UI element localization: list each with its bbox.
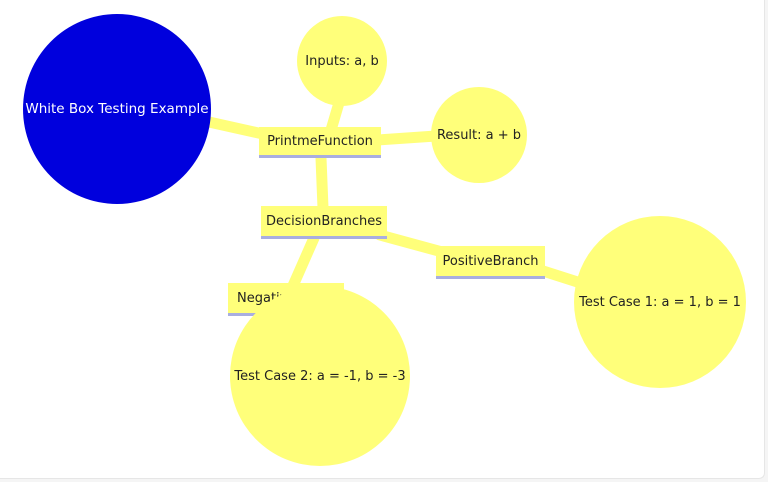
edge-decisions-positive: [374, 229, 452, 259]
edge-function-result: [372, 130, 442, 146]
result-node-label: Result: a + b: [436, 127, 522, 143]
test-case-2-label: Test Case 2: a = -1, b = -3: [234, 368, 406, 384]
test-case-2-node[interactable]: Test Case 2: a = -1, b = -3: [230, 286, 410, 466]
decisions-node-label: DecisionBranches: [266, 213, 382, 229]
test-case-1-node[interactable]: Test Case 1: a = 1, b = 1: [574, 216, 746, 388]
function-node[interactable]: PrintmeFunction: [259, 127, 381, 158]
inputs-node-label: Inputs: a, b: [305, 53, 379, 69]
edge-function-decisions: [315, 152, 329, 214]
function-node-label: PrintmeFunction: [267, 133, 373, 149]
root-node-label: White Box Testing Example: [25, 101, 209, 117]
root-node[interactable]: White Box Testing Example: [23, 14, 211, 204]
result-node[interactable]: Result: a + b: [431, 87, 527, 183]
inputs-node[interactable]: Inputs: a, b: [297, 16, 387, 106]
positive-node[interactable]: PositiveBranch: [436, 246, 545, 279]
test-case-1-label: Test Case 1: a = 1, b = 1: [579, 294, 741, 310]
edge-decisions-negative: [286, 232, 320, 294]
decisions-node[interactable]: DecisionBranches: [261, 206, 387, 239]
positive-node-label: PositiveBranch: [442, 253, 539, 269]
